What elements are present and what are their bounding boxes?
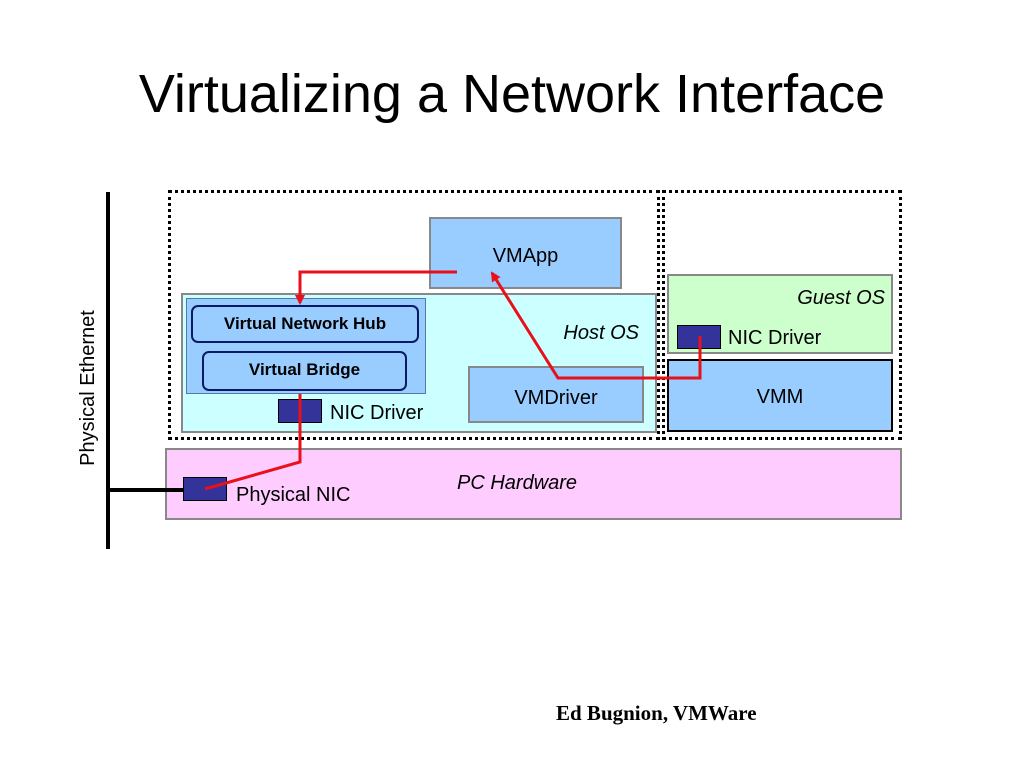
host-dotted-region <box>168 190 660 440</box>
pc-hardware-box: PC Hardware <box>165 448 902 520</box>
host-nic-driver-label: NIC Driver <box>330 402 424 424</box>
vmm-box: VMM <box>667 359 893 432</box>
vmm-label: VMM <box>756 386 804 408</box>
vmapp-box: VMApp <box>429 217 622 289</box>
ethernet-to-nic-line <box>108 488 206 492</box>
path-vmapp-to-hub-arrow <box>295 270 457 305</box>
physical-ethernet-line <box>106 192 110 549</box>
footer-credit: Ed Bugnion, VMWare <box>556 701 757 725</box>
vmdriver-box: VMDriver <box>468 366 644 423</box>
vmapp-label: VMApp <box>492 245 559 267</box>
pc-hardware-label: PC Hardware <box>457 472 578 494</box>
virtual-bridge: Virtual Bridge <box>202 351 407 391</box>
virtual-network-hub: Virtual Network Hub <box>191 305 419 343</box>
host-os-label: Host OS <box>563 322 639 344</box>
page-title: Virtualizing a Network Interface <box>138 64 886 124</box>
guest-dotted-region <box>662 190 902 440</box>
path-guest-nic-to-vmapp-arrow <box>490 271 702 380</box>
guest-os-label: Guest OS <box>797 287 885 309</box>
guest-nic-driver-label: NIC Driver <box>728 327 822 349</box>
path-hub-to-physical-nic-line <box>204 394 302 491</box>
physical-nic-label: Physical NIC <box>236 484 351 506</box>
vmdriver-label: VMDriver <box>514 387 598 409</box>
